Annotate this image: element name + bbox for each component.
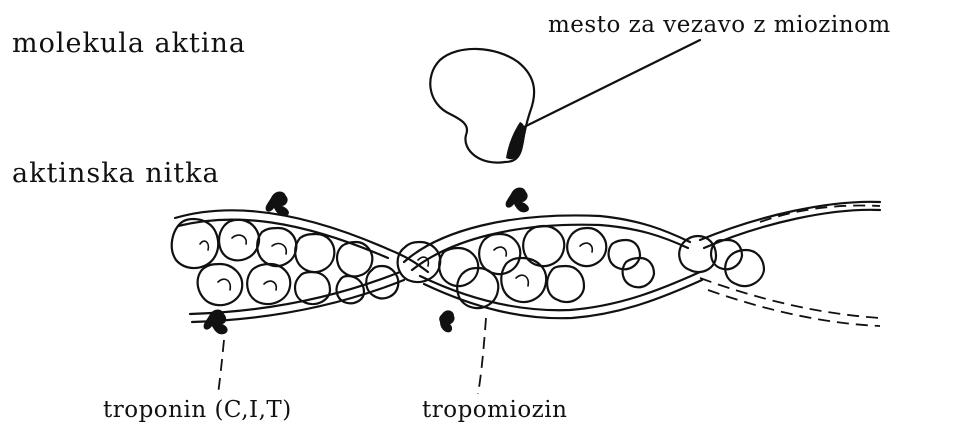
troponin-complex-top-middle [506,188,529,213]
filament-tail-right [700,202,880,326]
binding-site-pointer-line [522,40,700,128]
troponin-leader-line [218,340,224,394]
tropomyosin-leader-line [478,318,486,394]
actin-subunits-left [172,219,399,305]
troponin-complex-bottom-middle [439,310,454,332]
tropomyosin-strand-right [404,215,702,318]
actin-subunits-middle [398,226,654,308]
actin-subunits-right [679,236,764,286]
